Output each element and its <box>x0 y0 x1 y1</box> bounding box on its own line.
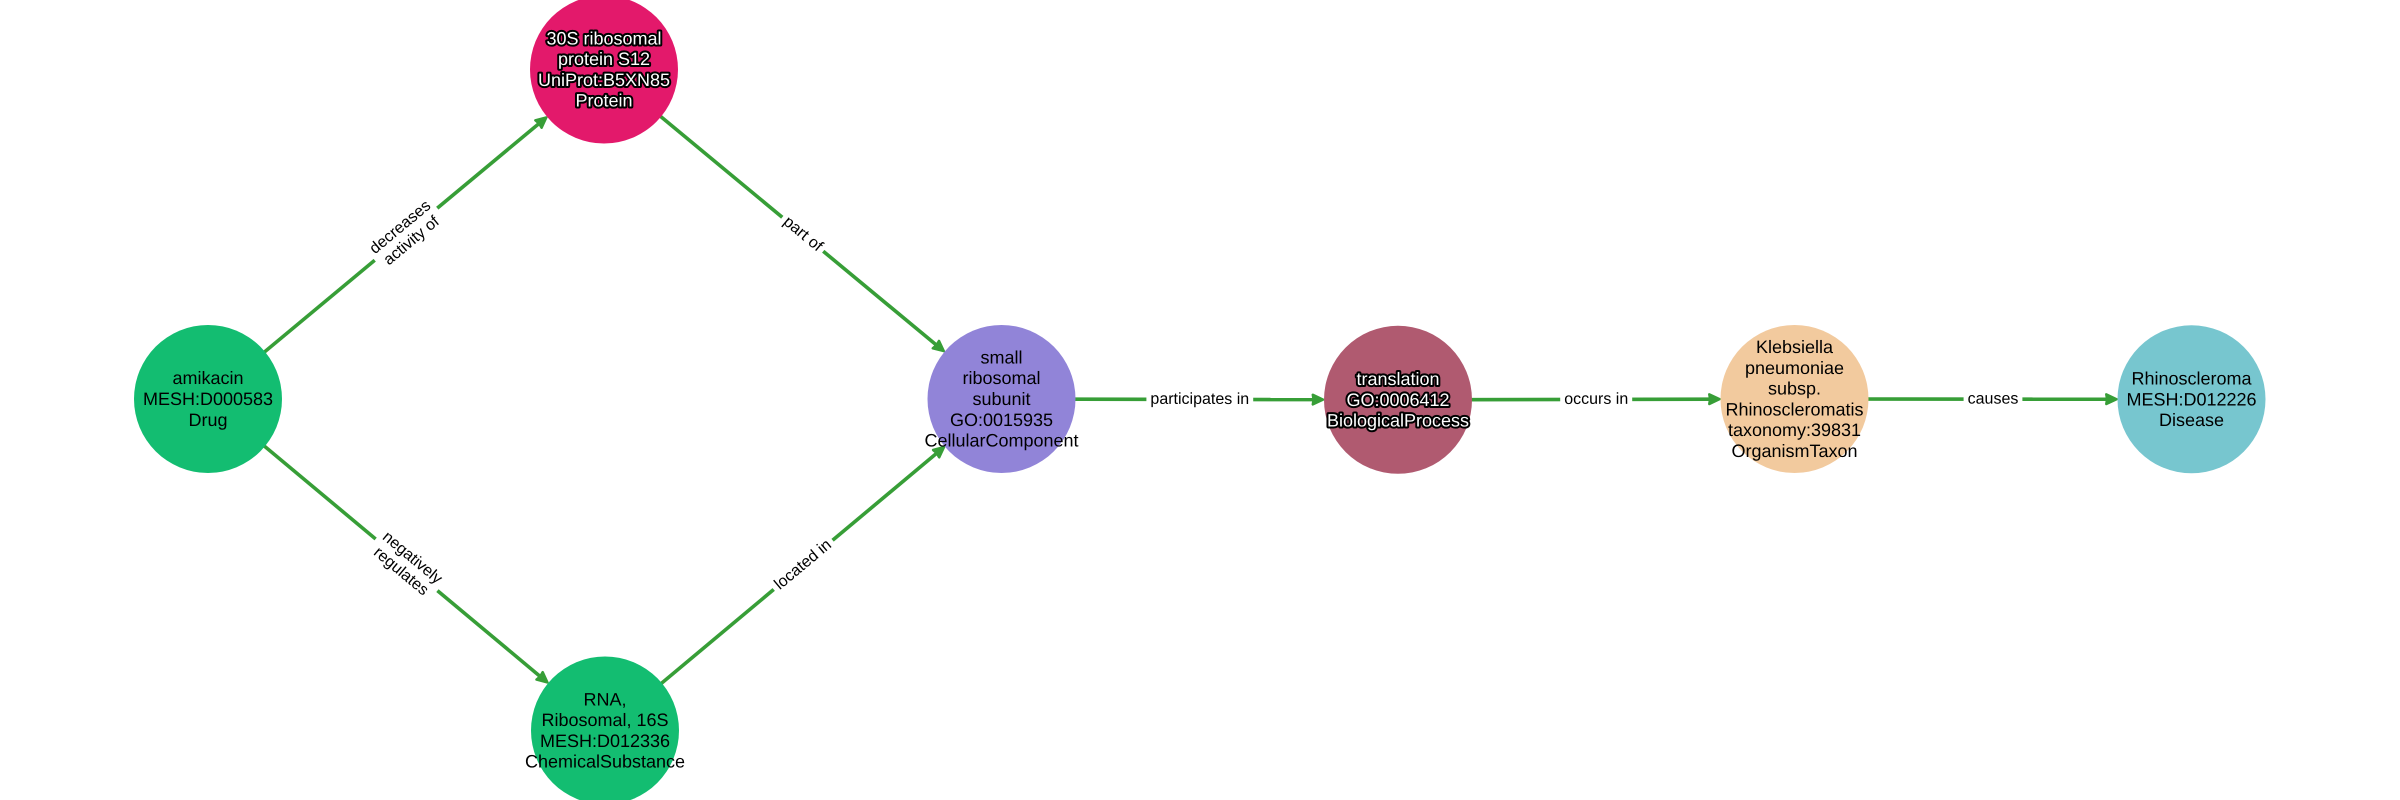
svg-text:GO:0015935: GO:0015935 <box>950 410 1053 430</box>
svg-text:MESH:D012226: MESH:D012226 <box>2126 389 2256 409</box>
svg-text:Klebsiella: Klebsiella <box>1756 337 1834 357</box>
svg-text:Protein: Protein <box>575 91 632 111</box>
svg-text:Rhinoscleromatis: Rhinoscleromatis <box>1725 399 1863 419</box>
svg-text:MESH:D012336: MESH:D012336 <box>540 731 670 751</box>
svg-text:translation: translation <box>1356 369 1439 389</box>
svg-text:BiologicalProcess: BiologicalProcess <box>1327 411 1469 431</box>
svg-text:Disease: Disease <box>2159 410 2224 430</box>
svg-text:protein S12: protein S12 <box>558 49 650 69</box>
svg-text:CellularComponent: CellularComponent <box>924 431 1078 451</box>
svg-text:participates in: participates in <box>1150 391 1249 408</box>
svg-text:RNA,: RNA, <box>583 689 626 709</box>
svg-text:pneumoniae: pneumoniae <box>1745 358 1844 378</box>
svg-text:ChemicalSubstance: ChemicalSubstance <box>525 752 685 772</box>
svg-text:OrganismTaxon: OrganismTaxon <box>1731 441 1857 461</box>
svg-text:Rhinoscleroma: Rhinoscleroma <box>2131 369 2252 389</box>
svg-text:occurs in: occurs in <box>1564 391 1628 408</box>
svg-text:UniProt:B5XN85: UniProt:B5XN85 <box>538 70 670 90</box>
svg-text:Ribosomal, 16S: Ribosomal, 16S <box>541 710 668 730</box>
svg-text:subsp.: subsp. <box>1768 379 1821 399</box>
svg-text:taxonomy:39831: taxonomy:39831 <box>1728 420 1861 440</box>
svg-text:ribosomal: ribosomal <box>962 368 1040 388</box>
svg-text:GO:0006412: GO:0006412 <box>1346 390 1449 410</box>
svg-text:30S ribosomal: 30S ribosomal <box>546 28 661 48</box>
svg-text:MESH:D000583: MESH:D000583 <box>143 389 273 409</box>
svg-text:small: small <box>980 347 1022 367</box>
svg-text:subunit: subunit <box>972 389 1030 409</box>
svg-text:Drug: Drug <box>188 410 227 430</box>
svg-text:causes: causes <box>1968 391 2019 408</box>
svg-text:amikacin: amikacin <box>172 368 243 388</box>
